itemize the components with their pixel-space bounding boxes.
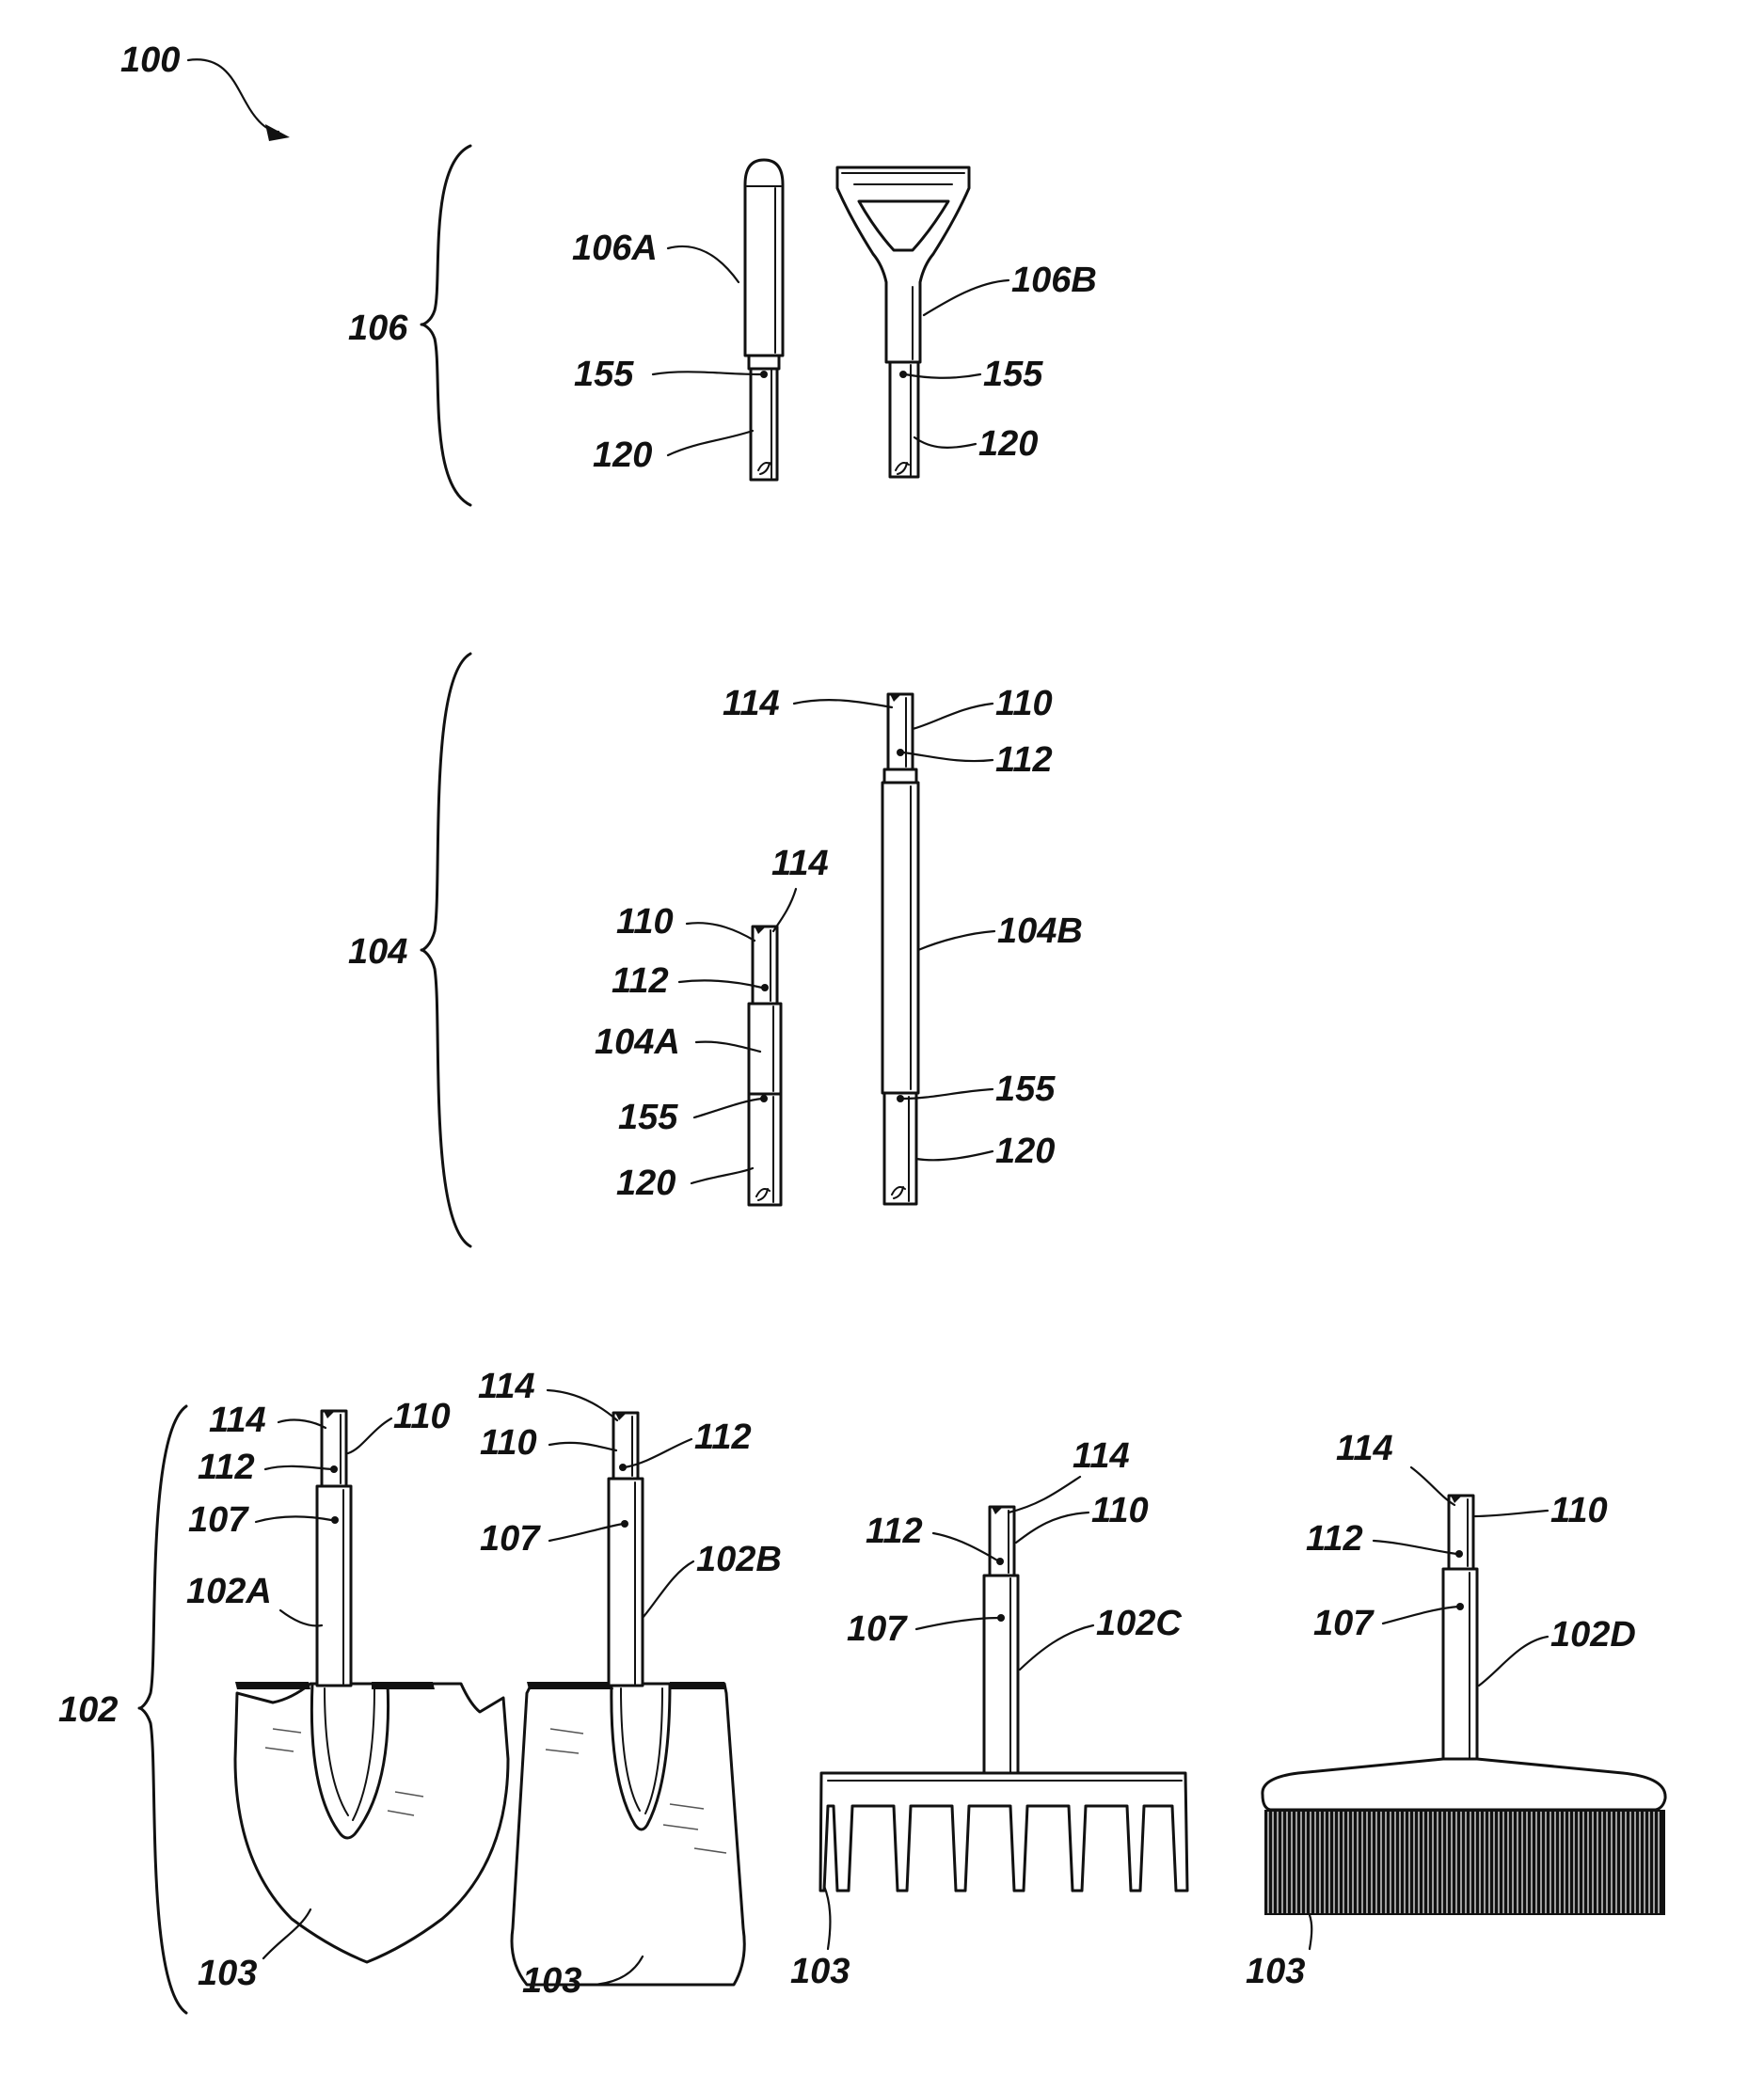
label-114-104b: 114 [723, 684, 780, 723]
label-110-102c: 110 [1091, 1491, 1149, 1530]
label-112-102b: 112 [694, 1418, 752, 1457]
bracket-102: 102 [58, 1406, 186, 2013]
label-110-102d: 110 [1550, 1491, 1608, 1530]
bracket-104: 104 [348, 654, 470, 1246]
label-114-102a: 114 [209, 1401, 266, 1440]
label-112-104a: 112 [612, 961, 669, 1001]
label-155-106a: 155 [574, 355, 634, 394]
label-104b: 104B [997, 911, 1083, 951]
label-102b: 102B [696, 1540, 782, 1579]
label-104: 104 [348, 932, 407, 972]
label-120-106b: 120 [978, 424, 1038, 464]
label-155-104b: 155 [995, 1069, 1056, 1109]
label-155-104a: 155 [618, 1098, 678, 1137]
label-120-104b: 120 [995, 1132, 1055, 1171]
label-107-102c: 107 [847, 1609, 908, 1649]
label-103-102a: 103 [198, 1954, 257, 1993]
rake-head-102c [820, 1507, 1187, 1891]
label-155-106b: 155 [983, 355, 1043, 394]
label-102d: 102D [1550, 1615, 1636, 1655]
label-112-104b: 112 [995, 740, 1053, 780]
label-104a: 104A [595, 1022, 680, 1062]
label-106b: 106B [1011, 261, 1097, 300]
label-120-104a: 120 [616, 1164, 675, 1203]
label-102a: 102A [186, 1572, 272, 1611]
label-112-102a: 112 [198, 1448, 255, 1487]
label-107-102d: 107 [1313, 1604, 1375, 1643]
label-102c: 102C [1096, 1604, 1182, 1643]
label-106a: 106A [572, 229, 658, 268]
label-110-104a: 110 [616, 902, 674, 942]
assembly-reference: 100 [120, 40, 290, 141]
bracket-106: 106 [348, 146, 470, 505]
arrowhead-icon [265, 124, 290, 141]
label-103-102b: 103 [522, 1961, 581, 2001]
label-120-106a: 120 [593, 436, 652, 475]
label-103-102d: 103 [1246, 1952, 1305, 1991]
label-114-102b: 114 [478, 1367, 535, 1406]
label-114-102c: 114 [1073, 1436, 1130, 1476]
label-112-102d: 112 [1306, 1519, 1363, 1559]
label-110-102a: 110 [393, 1397, 451, 1436]
label-114-104a: 114 [771, 844, 829, 883]
label-100: 100 [120, 40, 180, 80]
label-102: 102 [58, 1690, 118, 1730]
label-110-104b: 110 [995, 684, 1053, 723]
label-107-102a: 107 [188, 1500, 249, 1540]
label-110-102b: 110 [480, 1423, 537, 1463]
handle-106b [837, 167, 969, 477]
shovel-head-102a [235, 1411, 508, 1962]
label-107-102b: 107 [480, 1519, 541, 1559]
extension-104a [749, 927, 781, 1205]
extension-104b [882, 694, 918, 1204]
label-106: 106 [348, 309, 408, 348]
label-103-102c: 103 [790, 1952, 850, 1991]
shovel-head-102b [512, 1413, 744, 1985]
label-114-102d: 114 [1336, 1429, 1393, 1468]
label-112-102c: 112 [866, 1512, 923, 1551]
